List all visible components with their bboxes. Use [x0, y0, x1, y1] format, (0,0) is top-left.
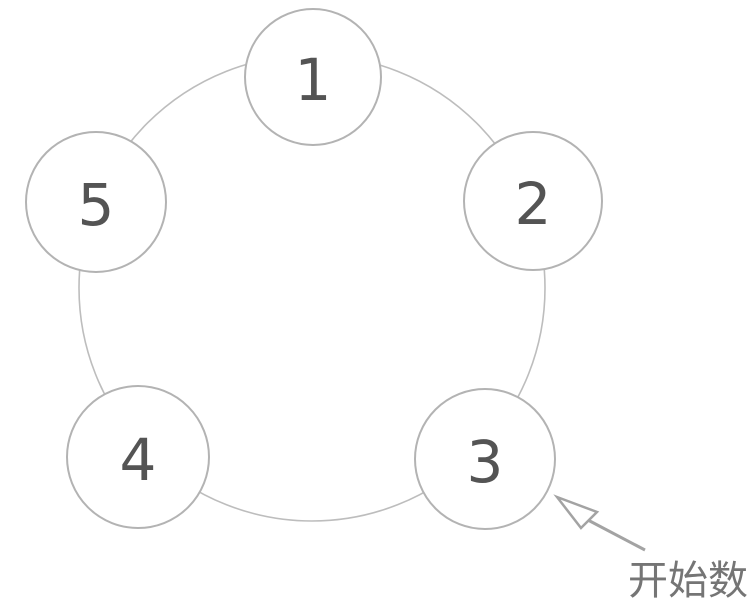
node-circle-2	[463, 131, 603, 271]
node-3: 3	[414, 388, 556, 530]
node-number-4: 4	[120, 426, 157, 494]
node-4: 4	[66, 385, 210, 529]
node-number-1: 1	[295, 46, 332, 114]
node-number-2: 2	[515, 170, 552, 238]
arrow-shaft	[585, 517, 646, 552]
nodes-group: 1 2 3 4 5	[25, 8, 603, 530]
node-2: 2	[463, 131, 603, 271]
node-5: 5	[25, 131, 167, 273]
node-number-5: 5	[78, 171, 115, 239]
annotation-group: 开始数	[553, 494, 748, 603]
node-circle-3	[414, 388, 556, 530]
node-circle-5	[25, 131, 167, 273]
node-number-3: 3	[467, 428, 504, 496]
node-1: 1	[244, 8, 382, 146]
arrow-head-icon	[553, 494, 600, 530]
node-circle-4	[66, 385, 210, 529]
start-count-label: 开始数	[628, 558, 748, 603]
node-circle-1	[244, 8, 382, 146]
